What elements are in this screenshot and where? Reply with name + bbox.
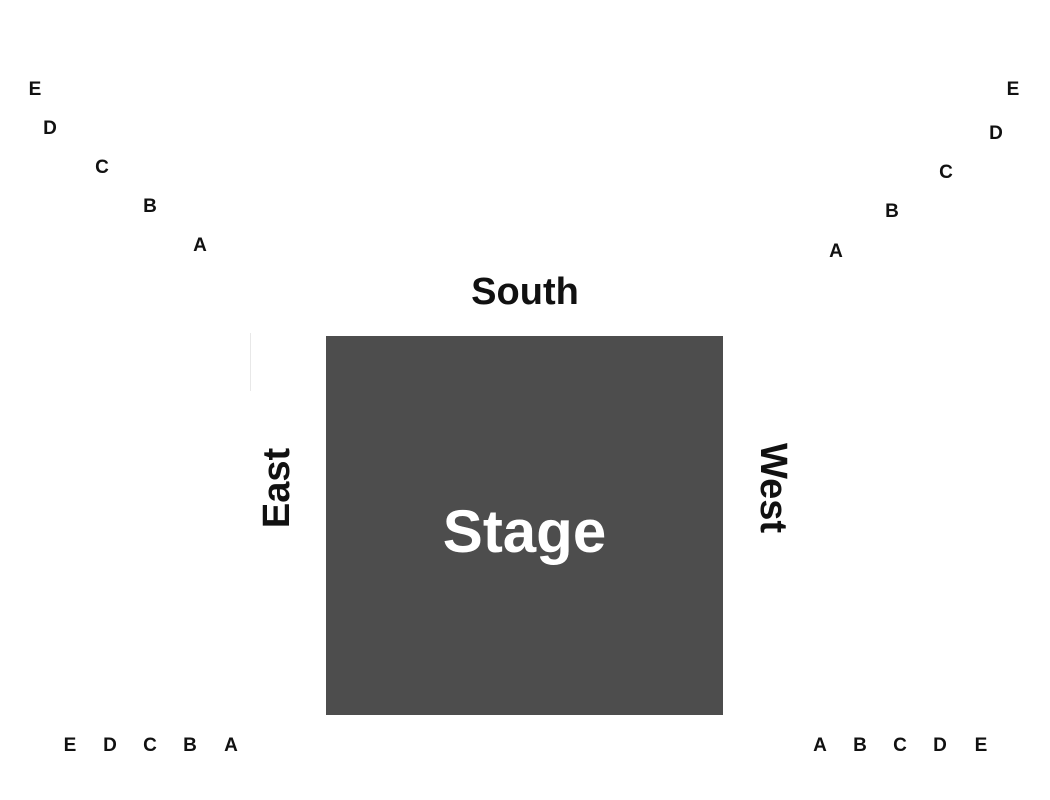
row-label-bottom-right-e: E bbox=[974, 735, 988, 756]
row-label-upper-right-c: C bbox=[939, 162, 953, 183]
east-aisle-line bbox=[250, 333, 251, 391]
row-label-upper-right-b: B bbox=[885, 201, 899, 222]
row-label-upper-left-d: D bbox=[43, 118, 57, 139]
row-label-bottom-left-d: D bbox=[103, 735, 117, 756]
row-label-upper-left-c: C bbox=[95, 157, 109, 178]
west-section-label: West bbox=[752, 442, 794, 534]
row-label-bottom-right-d: D bbox=[933, 735, 947, 756]
row-label-upper-left-b: B bbox=[143, 196, 157, 217]
row-label-upper-right-e: E bbox=[1006, 79, 1020, 100]
row-label-upper-left-a: A bbox=[193, 235, 207, 256]
row-label-bottom-left-e: E bbox=[63, 735, 77, 756]
row-label-upper-right-d: D bbox=[989, 123, 1003, 144]
row-label-bottom-left-b: B bbox=[183, 735, 197, 756]
stage-label: Stage bbox=[442, 498, 607, 565]
row-label-bottom-left-c: C bbox=[143, 735, 157, 756]
row-label-bottom-right-a: A bbox=[813, 735, 827, 756]
row-label-bottom-right-b: B bbox=[853, 735, 867, 756]
south-section-label: South bbox=[471, 271, 579, 313]
east-section-label: East bbox=[256, 447, 298, 529]
row-label-upper-left-e: E bbox=[28, 79, 42, 100]
stage: Stage bbox=[326, 336, 723, 715]
row-label-bottom-right-c: C bbox=[893, 735, 907, 756]
row-label-bottom-left-a: A bbox=[224, 735, 238, 756]
row-label-upper-right-a: A bbox=[829, 241, 843, 262]
